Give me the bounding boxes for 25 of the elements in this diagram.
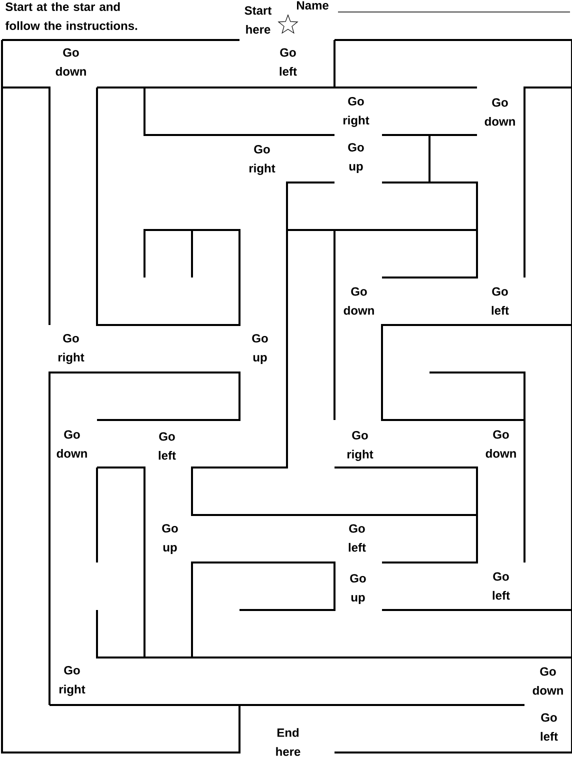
instruction-text: Start at the star and follow the instructions. [5, 2, 138, 30]
direction-label: Go down [344, 287, 374, 315]
direction-label: Go up [350, 574, 366, 604]
direction-label: Go down [532, 667, 563, 695]
direction-label: Go down [56, 430, 87, 458]
direction-label: Go left [492, 287, 509, 315]
direction-label: Go down [484, 98, 515, 126]
direction-label: Go up [252, 334, 268, 364]
direction-label: Go left [540, 713, 558, 741]
direction-label: Go right [347, 431, 374, 461]
direction-label: Go up [162, 524, 178, 554]
start-label: Start here [244, 6, 272, 34]
direction-label: Go left [348, 524, 366, 552]
direction-label: Go left [492, 572, 510, 600]
direction-label: Go right [58, 334, 84, 364]
direction-label: Go down [56, 48, 86, 76]
direction-label: Go right [343, 97, 370, 127]
direction-label: Go up [348, 143, 364, 173]
direction-label: Go right [59, 666, 86, 696]
direction-label: Go right [249, 145, 276, 175]
direction-label: Go left [280, 48, 297, 76]
direction-label: Go left [158, 432, 176, 460]
direction-label: End here [276, 728, 300, 756]
name-label: Name [297, 1, 328, 10]
direction-label: Go down [486, 430, 516, 458]
